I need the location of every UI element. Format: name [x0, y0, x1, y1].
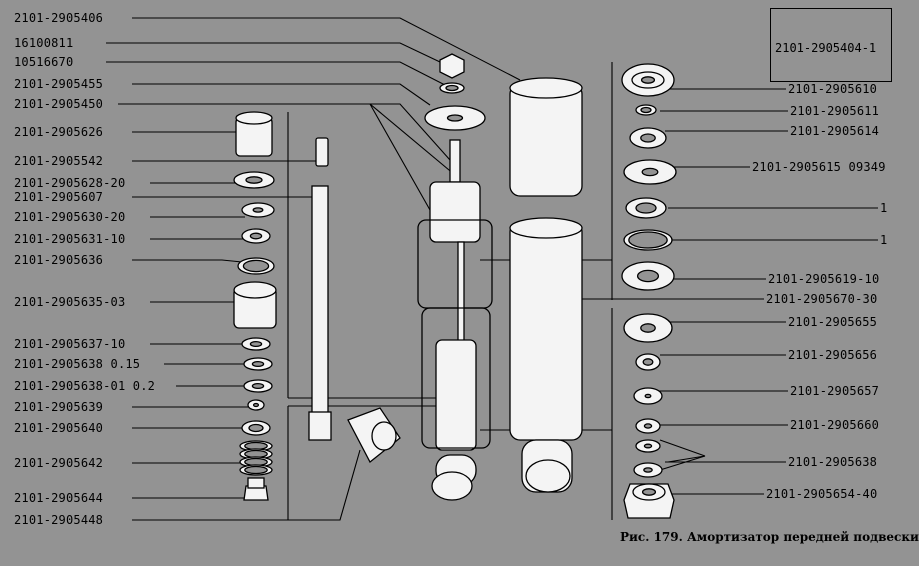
lower-tube-ghost — [421, 307, 491, 449]
nut-top — [247, 477, 265, 489]
part-label-left: 2101-2905450 — [14, 97, 104, 111]
piston-rod — [311, 185, 329, 415]
upper-reservoir — [509, 83, 583, 197]
part-label-right: 2101-2905656 — [788, 348, 878, 362]
washer-hole — [641, 488, 657, 496]
leader-line — [369, 103, 456, 176]
part-label-left: 2101-2905642 — [14, 456, 104, 470]
upper-mount — [429, 181, 481, 243]
leader-line — [667, 455, 706, 463]
washer-hole — [245, 176, 263, 184]
washer-hole — [445, 84, 459, 92]
leader-line — [659, 439, 706, 457]
leader-line — [659, 455, 706, 471]
part-label-right: 2101-2905670-30 — [766, 292, 878, 306]
washer-hole — [628, 231, 668, 249]
part-label-right: 2101-2905660 — [790, 418, 880, 432]
part-label-right: 1 — [880, 233, 888, 247]
leader-line — [118, 103, 431, 211]
lower-mount-ring — [525, 459, 571, 493]
part-label-left: 2101-2905636 — [14, 253, 104, 267]
assembly-number: 2101-2905404-1 — [775, 41, 877, 55]
part-label-left: 2101-2905631-10 — [14, 232, 126, 246]
inner-rod — [457, 241, 465, 343]
part-label-left: 16100811 — [14, 36, 74, 50]
washer-hole — [644, 393, 652, 399]
part-label-left: 2101-2905448 — [14, 513, 104, 527]
dust-cover — [509, 221, 583, 441]
part-label-left: 2101-2905542 — [14, 154, 104, 168]
washer-hole — [446, 114, 464, 122]
part-label-right: 2101-2905614 — [790, 124, 880, 138]
piston-body — [435, 339, 477, 451]
leader-line — [132, 259, 243, 263]
part-label-left: 2101-2905607 — [14, 190, 104, 204]
nut — [243, 485, 269, 501]
leader-line — [106, 61, 446, 86]
washer-hole — [635, 202, 657, 214]
washer-hole — [641, 167, 659, 177]
rod-end — [308, 411, 332, 441]
washer-hole — [640, 323, 656, 333]
part-label-left: 2101-2905637-10 — [14, 337, 126, 351]
exploded-diagram — [106, 17, 878, 521]
part-label-right: 2101-2905611 — [790, 104, 880, 118]
part-label-left: 2101-2905630-20 — [14, 210, 126, 224]
part-label-left: 2101-2905638 0.15 — [14, 357, 141, 371]
leader-line — [132, 83, 431, 106]
part-label-right: 2101-2905655 — [788, 315, 878, 329]
assembly-number-box: 2101-2905404-1 — [770, 8, 892, 82]
part-label-right: 2101-2905638 — [788, 455, 878, 469]
dust-cover-top — [509, 217, 583, 239]
part-label-left: 2101-2905455 — [14, 77, 104, 91]
stud — [449, 139, 461, 183]
washer-hole — [640, 133, 656, 143]
washer-hole — [251, 360, 265, 368]
part-label-right: 2101-2905615 09349 — [752, 160, 886, 174]
part-label-right: 2101-2905657 — [790, 384, 880, 398]
washer-hole — [252, 402, 260, 408]
part-label-left: 2101-2905406 — [14, 11, 104, 25]
part-label-right: 2101-2905654-40 — [766, 487, 878, 501]
part-label-left: 2101-2905635-03 — [14, 295, 126, 309]
part-label-left: 2101-2905638-01 0.2 — [14, 379, 156, 393]
lower-eye-ring — [431, 471, 473, 501]
leader-line — [132, 449, 361, 521]
figure-caption: Рис. 179. Амортизатор передней подвески — [620, 530, 919, 544]
leader-line — [106, 42, 441, 63]
washer-hole — [640, 106, 652, 114]
washer-hole — [643, 423, 653, 429]
washer-hole — [643, 443, 653, 449]
washer-hole — [249, 232, 263, 240]
leader-line — [132, 17, 521, 81]
washer-hole — [249, 340, 263, 348]
part-label-left: 10516670 — [14, 55, 74, 69]
part-label-left: 2101-2905639 — [14, 400, 104, 414]
bearing-top — [233, 281, 277, 299]
washer-hole — [642, 358, 654, 366]
washer-hole — [636, 269, 660, 283]
washer-hole — [643, 467, 653, 473]
part-label-right: 2101-2905619-10 — [768, 272, 880, 286]
washer-hole — [242, 259, 270, 273]
washer-hole — [248, 423, 264, 433]
part-label-left: 2101-2905628-20 — [14, 176, 126, 190]
washer-hole — [640, 76, 656, 84]
part-label-left: 2101-2905640 — [14, 421, 104, 435]
part-label-right: 2101-2905610 — [788, 82, 878, 96]
washer-hole — [252, 207, 264, 213]
washer-hole — [251, 382, 265, 390]
part-label-left: 2101-2905626 — [14, 125, 104, 139]
rod-bushing — [315, 137, 329, 167]
upper-reservoir-top — [509, 77, 583, 99]
leader-lines — [106, 17, 878, 521]
part-label-left: 2101-2905644 — [14, 491, 104, 505]
top-nut — [439, 53, 465, 79]
washer-hole — [244, 465, 268, 475]
bushing-top — [235, 111, 273, 125]
parts — [233, 53, 677, 519]
bushing-eye — [371, 421, 397, 451]
part-label-right: 1 — [880, 201, 888, 215]
